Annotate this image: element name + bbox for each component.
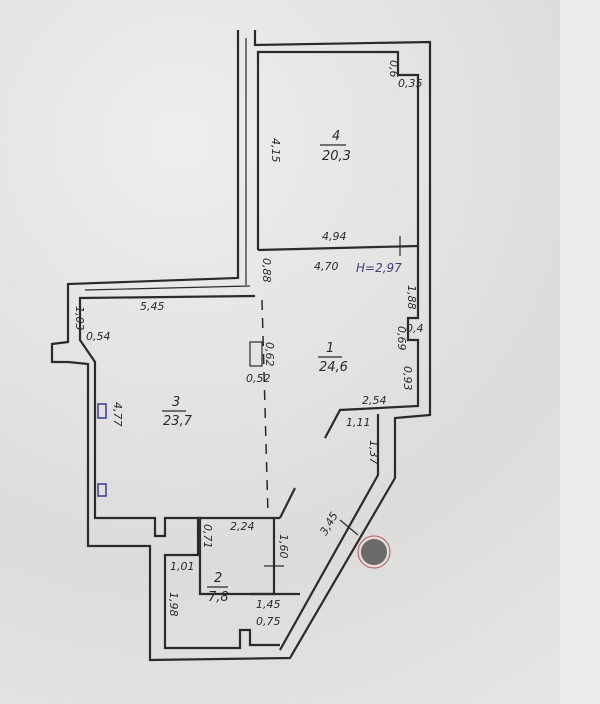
dimension-label: 0,62	[263, 342, 276, 367]
ceiling-height: H=2,97	[356, 261, 402, 275]
dimension-label: 0,71	[201, 524, 214, 549]
column	[249, 341, 263, 367]
room-2-number: 2	[214, 571, 222, 586]
dimension-label: 1,60	[277, 534, 290, 559]
dimension-label: 0,88	[260, 258, 273, 283]
dimension-label: 1,01	[170, 560, 195, 573]
room-4-partition	[257, 244, 419, 252]
radiator-icon	[97, 403, 107, 419]
room-1-area: 24,6	[319, 360, 348, 375]
outer-wall	[50, 30, 432, 662]
dimension-label: 4,15	[269, 138, 282, 163]
dimension-label: 4,77	[111, 402, 124, 427]
room-2-area: 7,8	[208, 590, 229, 605]
room-3-area: 23,7	[163, 414, 193, 429]
dimension-label: 1,88	[405, 285, 418, 310]
dimension-label: 1,03	[73, 306, 86, 331]
room-3-walls	[78, 294, 280, 538]
radiator-icon	[97, 483, 107, 497]
room-1-walls	[324, 250, 420, 439]
door-mark	[339, 519, 359, 536]
dimension-label: 0,75	[256, 615, 281, 628]
corridor-wall	[279, 414, 380, 651]
dimension-label: 0,35	[398, 77, 423, 90]
room-division	[261, 299, 269, 516]
room-4-area: 20,3	[322, 149, 351, 164]
scan-edge	[560, 0, 600, 704]
dimension-label: 3,45	[317, 510, 341, 538]
window	[84, 285, 251, 291]
dimension-label: 0,6	[387, 60, 400, 78]
door-swing	[279, 487, 296, 519]
dimension-label: 2,24	[230, 520, 255, 533]
room-4-number: 4	[332, 129, 340, 144]
stamp-mark	[361, 539, 387, 565]
dimension-label: 5,45	[140, 300, 165, 313]
room-4-walls	[256, 50, 420, 250]
room-3-number: 3	[172, 395, 180, 410]
dimension-label: 0,4	[406, 322, 424, 335]
dimension-label: 1,45	[256, 598, 281, 611]
room-1-number: 1	[326, 341, 334, 356]
dimension-label: 2,54	[362, 394, 387, 407]
dimension-label: 1,98	[167, 592, 180, 617]
stamp-ring	[357, 535, 391, 569]
dimension-label: 0,93	[401, 366, 414, 391]
dimension-label: 0,54	[86, 330, 111, 343]
dimension-label: 0,69	[395, 326, 408, 351]
dimension-label: 1,11	[346, 416, 371, 429]
room-2-walls	[163, 516, 280, 650]
dimension-label: 0,52	[246, 372, 271, 385]
dimension-label: 1,37	[367, 440, 380, 465]
dimension-label: 4,94	[322, 230, 347, 243]
dimension-label: 4,70	[314, 260, 339, 273]
